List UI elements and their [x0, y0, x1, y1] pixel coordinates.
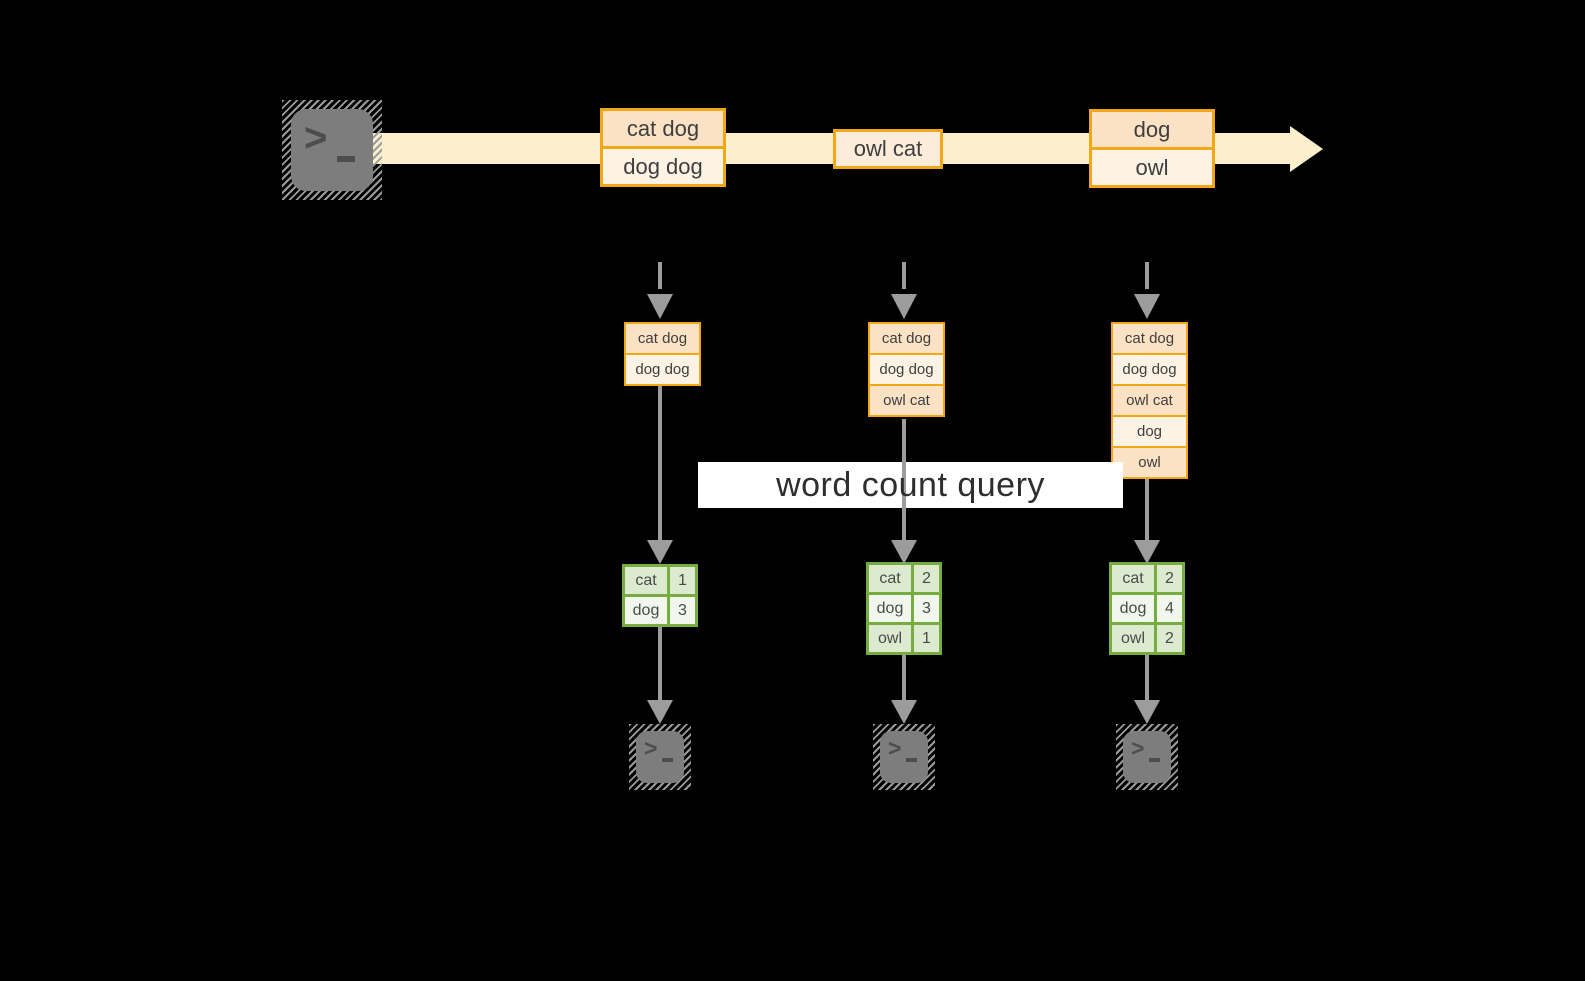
terminal-screen: > — [291, 109, 373, 191]
record-cell: dog dog — [603, 146, 723, 184]
record-cell: owl — [1092, 147, 1212, 185]
flow-arrowhead — [647, 540, 673, 564]
record-cell: dog — [1092, 112, 1212, 147]
count-word: cat — [1112, 565, 1154, 592]
stream-record-1: cat dog dog dog — [600, 108, 726, 187]
message-buffer-1: cat dog dog dog — [624, 322, 701, 386]
count-value: 1 — [914, 625, 939, 652]
prompt-underscore-icon — [337, 156, 355, 162]
count-value: 2 — [1157, 625, 1182, 652]
consumer-terminal-icon: > — [1116, 724, 1178, 790]
dashed-arrowhead — [1134, 294, 1160, 319]
terminal-screen: > — [1123, 731, 1171, 783]
count-value: 1 — [670, 567, 695, 594]
count-word: cat — [869, 565, 911, 592]
count-word: owl — [869, 625, 911, 652]
stream-record-2: owl cat — [833, 129, 943, 169]
buffer-cell: cat dog — [626, 324, 699, 353]
dashed-arrow-line — [1145, 262, 1149, 289]
record-cell: cat dog — [603, 111, 723, 146]
flow-arrowhead — [891, 700, 917, 724]
count-value: 3 — [670, 597, 695, 624]
record-cell: owl cat — [836, 132, 940, 166]
message-buffer-2: cat dog dog dog owl cat — [868, 322, 945, 417]
buffer-cell: dog dog — [626, 353, 699, 384]
terminal-screen: > — [636, 731, 684, 783]
count-word: dog — [625, 597, 667, 624]
prompt-underscore-icon — [662, 758, 673, 762]
count-value: 2 — [914, 565, 939, 592]
query-label-text: word count query — [776, 465, 1045, 504]
stream-arrowhead — [1290, 126, 1323, 172]
flow-line — [1145, 479, 1149, 540]
flow-arrowhead — [1134, 700, 1160, 724]
count-table-3: cat 2 dog 4 owl 2 — [1109, 562, 1185, 655]
buffer-cell: cat dog — [870, 324, 943, 353]
buffer-cell: owl cat — [1113, 384, 1186, 415]
buffer-cell: owl cat — [870, 384, 943, 415]
prompt-chevron-icon: > — [1131, 735, 1145, 761]
count-value: 4 — [1157, 595, 1182, 622]
count-value: 2 — [1157, 565, 1182, 592]
message-buffer-3: cat dog dog dog owl cat dog owl — [1111, 322, 1188, 479]
dashed-arrow-line — [902, 262, 906, 289]
flow-line — [902, 655, 906, 700]
buffer-cell: owl — [1113, 446, 1186, 477]
count-word: owl — [1112, 625, 1154, 652]
flow-arrowhead — [1134, 540, 1160, 564]
prompt-underscore-icon — [906, 758, 917, 762]
count-table-2: cat 2 dog 3 owl 1 — [866, 562, 942, 655]
terminal-screen: > — [880, 731, 928, 783]
query-label: word count query — [698, 462, 1123, 508]
count-word: dog — [1112, 595, 1154, 622]
dashed-arrow-line — [658, 262, 662, 289]
dashed-arrowhead — [891, 294, 917, 319]
flow-line — [658, 627, 662, 700]
consumer-terminal-icon: > — [873, 724, 935, 790]
prompt-chevron-icon: > — [888, 735, 902, 761]
flow-line — [658, 386, 662, 540]
prompt-chevron-icon: > — [644, 735, 658, 761]
buffer-cell: dog dog — [870, 353, 943, 384]
producer-terminal-icon: > — [282, 100, 382, 200]
count-table-1: cat 1 dog 3 — [622, 564, 698, 627]
stream-record-3: dog owl — [1089, 109, 1215, 188]
flow-line — [902, 419, 906, 540]
count-word: dog — [869, 595, 911, 622]
buffer-cell: dog — [1113, 415, 1186, 446]
prompt-underscore-icon — [1149, 758, 1160, 762]
count-word: cat — [625, 567, 667, 594]
flow-line — [1145, 655, 1149, 700]
buffer-cell: cat dog — [1113, 324, 1186, 353]
count-value: 3 — [914, 595, 939, 622]
consumer-terminal-icon: > — [629, 724, 691, 790]
dashed-arrowhead — [647, 294, 673, 319]
flow-arrowhead — [647, 700, 673, 724]
prompt-chevron-icon: > — [304, 116, 328, 160]
buffer-cell: dog dog — [1113, 353, 1186, 384]
flow-arrowhead — [891, 540, 917, 564]
